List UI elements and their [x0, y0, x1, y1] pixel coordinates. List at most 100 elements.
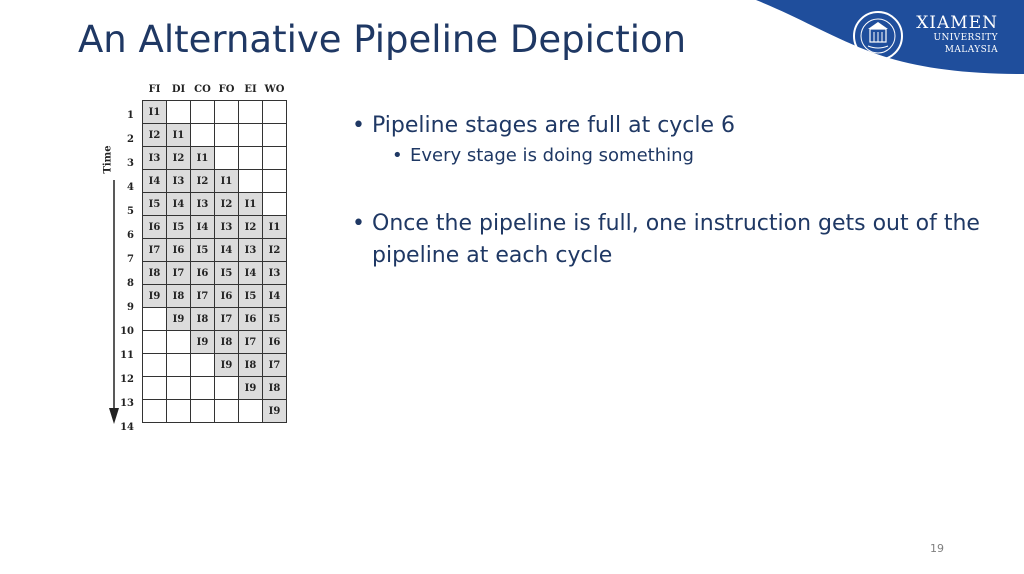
slide-title: An Alternative Pipeline Depiction: [78, 18, 687, 61]
pipeline-cell: I4: [142, 169, 167, 193]
pipeline-cell: I4: [190, 215, 215, 239]
sub-bullet-item: • Every stage is doing something: [352, 142, 992, 170]
pipeline-cell: [190, 100, 215, 124]
logo-line-university: UNIVERSITY: [933, 33, 998, 43]
cycle-number: 10: [120, 326, 134, 337]
bullet-text: Once the pipeline is full, one instructi…: [372, 211, 980, 268]
pipeline-cell: [142, 399, 167, 423]
pipeline-cell: I1: [142, 100, 167, 124]
pipeline-cell: I4: [214, 238, 239, 262]
pipeline-cell: [166, 330, 191, 354]
cycle-number: 4: [127, 182, 134, 193]
bullet-dot: •: [352, 211, 365, 236]
cycle-number: 1: [127, 110, 134, 121]
pipeline-cell: I6: [214, 284, 239, 308]
pipeline-cell: I9: [214, 353, 239, 377]
pipeline-cell: I3: [190, 192, 215, 216]
pipeline-cell: I7: [166, 261, 191, 285]
bullet-text: Every stage is doing something: [410, 145, 694, 166]
pipeline-cell: I5: [142, 192, 167, 216]
pipeline-cell: I7: [142, 238, 167, 262]
bullet-list: • Pipeline stages are full at cycle 6 • Ev…: [352, 110, 992, 272]
bullet-item: • Pipeline stages are full at cycle 6: [352, 110, 992, 142]
cycle-number: 12: [120, 374, 134, 385]
bullet-dot: •: [392, 145, 403, 166]
pipeline-cell: [190, 353, 215, 377]
stage-header: WO: [264, 83, 285, 95]
cycle-number: 11: [120, 350, 134, 361]
pipeline-cell: I2: [142, 123, 167, 147]
bullet-item: • Once the pipeline is full, one instruct…: [352, 208, 992, 272]
pipeline-cell: [238, 100, 263, 124]
pipeline-row: I9: [142, 399, 287, 423]
pipeline-cell: [238, 146, 263, 170]
pipeline-cell: [214, 100, 239, 124]
pipeline-cell: I9: [190, 330, 215, 354]
pipeline-cell: [238, 123, 263, 147]
pipeline-cell: I6: [262, 330, 287, 354]
pipeline-cell: I2: [262, 238, 287, 262]
pipeline-cell: I6: [238, 307, 263, 331]
stage-header: FI: [148, 83, 161, 95]
pipeline-cell: I9: [238, 376, 263, 400]
cycle-number: 13: [120, 398, 134, 409]
pipeline-cell: I1: [190, 146, 215, 170]
pipeline-cell: [262, 192, 287, 216]
cycle-number: 8: [127, 278, 134, 289]
pipeline-cell: I7: [190, 284, 215, 308]
logo-banner-shape: [756, 0, 1024, 74]
bullet-text: Pipeline stages are full at cycle 6: [372, 113, 736, 138]
pipeline-cell: [166, 353, 191, 377]
time-axis-label: Time: [102, 145, 114, 174]
pipeline-row: I1: [142, 100, 287, 124]
cycle-number: 7: [127, 254, 134, 265]
pipeline-cell: [142, 307, 167, 331]
pipeline-cell: I1: [214, 169, 239, 193]
pipeline-cell: I2: [214, 192, 239, 216]
stage-header: DI: [171, 83, 186, 95]
pipeline-cell: I1: [166, 123, 191, 147]
pipeline-cell: I5: [238, 284, 263, 308]
pipeline-cell: I4: [262, 284, 287, 308]
pipeline-cell: [262, 123, 287, 147]
logo-line-malaysia: MALAYSIA: [944, 45, 998, 55]
pipeline-cell: [214, 376, 239, 400]
cycle-number: 6: [127, 230, 134, 241]
pipeline-cell: I2: [238, 215, 263, 239]
pipeline-cell: I8: [238, 353, 263, 377]
stage-header: EI: [244, 83, 257, 95]
cycle-number: 3: [127, 158, 134, 169]
page-number: 19: [930, 542, 944, 555]
pipeline-cell: I8: [166, 284, 191, 308]
pipeline-cell: I7: [262, 353, 287, 377]
pipeline-cell: [166, 376, 191, 400]
pipeline-cell: I5: [262, 307, 287, 331]
pipeline-cell: [142, 376, 167, 400]
pipeline-cell: I3: [142, 146, 167, 170]
pipeline-cell: I2: [190, 169, 215, 193]
pipeline-cell: [262, 146, 287, 170]
bullet-dot: •: [352, 113, 365, 138]
pipeline-cell: I9: [262, 399, 287, 423]
pipeline-cell: I2: [166, 146, 191, 170]
cycle-number: 9: [127, 302, 134, 313]
pipeline-cell: I9: [166, 307, 191, 331]
cycle-number: 5: [127, 206, 134, 217]
logo-line-xiamen: XIAMEN: [916, 13, 998, 33]
pipeline-cell: I8: [142, 261, 167, 285]
pipeline-cell: I4: [166, 192, 191, 216]
pipeline-cell: I6: [166, 238, 191, 262]
pipeline-cell: [238, 399, 263, 423]
stage-header: CO: [194, 83, 211, 95]
university-logo-banner: XIAMEN UNIVERSITY MALAYSIA: [756, 0, 1024, 74]
